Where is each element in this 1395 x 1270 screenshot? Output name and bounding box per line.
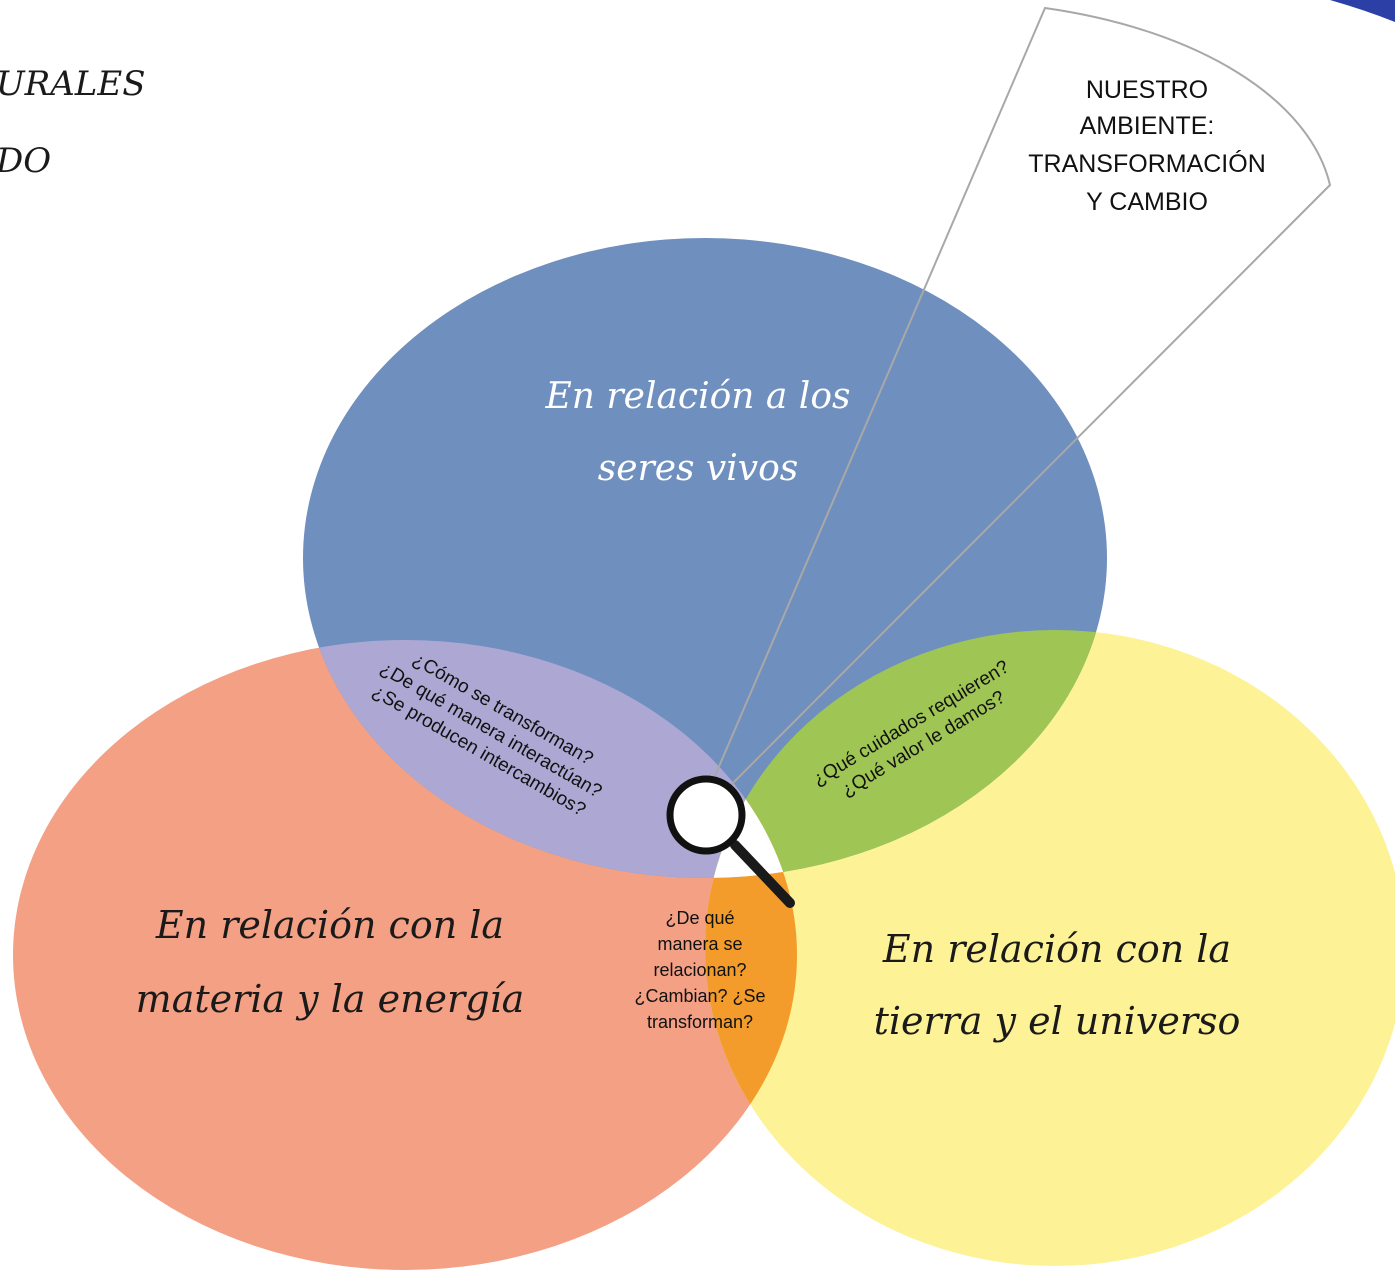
top-circle-label-1: En relación a los: [545, 376, 851, 417]
left-right-question-2: manera se: [657, 934, 742, 954]
top-circle-label-2: seres vivos: [598, 448, 799, 489]
left-circle-label-2: materia y la energía: [136, 977, 525, 1021]
left-right-question-4: ¿Cambian? ¿Se: [634, 986, 765, 1006]
intersection-top-left: [303, 640, 797, 878]
callout-line-3: TRANSFORMACIÓN: [1028, 149, 1266, 178]
right-circle-label-2: tierra y el universo: [874, 999, 1241, 1043]
right-circle-label-1: En relación con la: [882, 927, 1231, 971]
callout-line-4: Y CAMBIO: [1086, 188, 1208, 216]
callout-line-1: NUESTRO: [1086, 76, 1208, 104]
corner-accent: [1330, 0, 1395, 22]
title-line-2: DO: [0, 141, 51, 181]
left-right-question-5: transforman?: [647, 1012, 753, 1032]
callout-line-2: AMBIENTE:: [1080, 112, 1215, 140]
left-right-question-1: ¿De qué: [665, 908, 734, 928]
left-right-question-3: relacionan?: [653, 960, 746, 980]
magnifying-glass-icon: [666, 775, 795, 908]
title-line-1: URALES: [0, 64, 146, 104]
callout-bubble: [695, 6, 1332, 821]
intersection-top-right: [705, 630, 1107, 878]
left-circle-label-1: En relación con la: [155, 903, 504, 947]
